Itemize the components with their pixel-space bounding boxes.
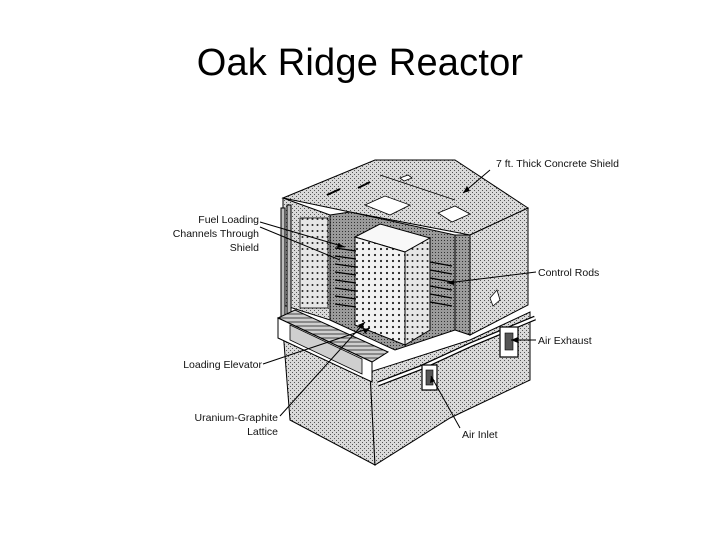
air-exhaust-opening	[504, 332, 514, 351]
label-fuel-loading-3: Shield	[230, 242, 259, 254]
leader-arrows	[337, 186, 518, 383]
top-plug-3	[399, 174, 413, 182]
lattice-side	[404, 237, 431, 346]
label-loading-elevator: Loading Elevator	[183, 359, 262, 371]
label-lattice-1: Uranium-Graphite	[195, 412, 279, 424]
top-plug-2	[437, 205, 471, 223]
top-rod-3	[379, 174, 456, 201]
label-fuel-loading-1: Fuel Loading	[198, 214, 259, 226]
top-rod-2	[357, 181, 371, 189]
slide-title: Oak Ridge Reactor	[196, 42, 524, 84]
control-rod-bundle	[429, 261, 453, 307]
label-air-exhaust: Air Exhaust	[538, 335, 592, 347]
air-inlet-opening	[425, 369, 434, 386]
fuel-loading-face	[299, 217, 329, 309]
shield-right-front	[454, 234, 471, 336]
loading-elevator-slot	[289, 324, 363, 375]
label-fuel-loading-2: Channels Through	[173, 228, 259, 240]
right-block-mark	[489, 289, 501, 307]
base-right	[369, 311, 531, 466]
label-concrete-shield: 7 ft. Thick Concrete Shield	[496, 158, 619, 170]
leader-lines	[259, 169, 537, 429]
top-rod-1	[326, 188, 341, 196]
top-plug-1	[363, 195, 412, 216]
fuel-channels	[334, 247, 357, 308]
label-air-inlet: Air Inlet	[462, 429, 498, 441]
label-control-rods: Control Rods	[538, 267, 599, 279]
label-lattice-2: Lattice	[247, 426, 278, 438]
